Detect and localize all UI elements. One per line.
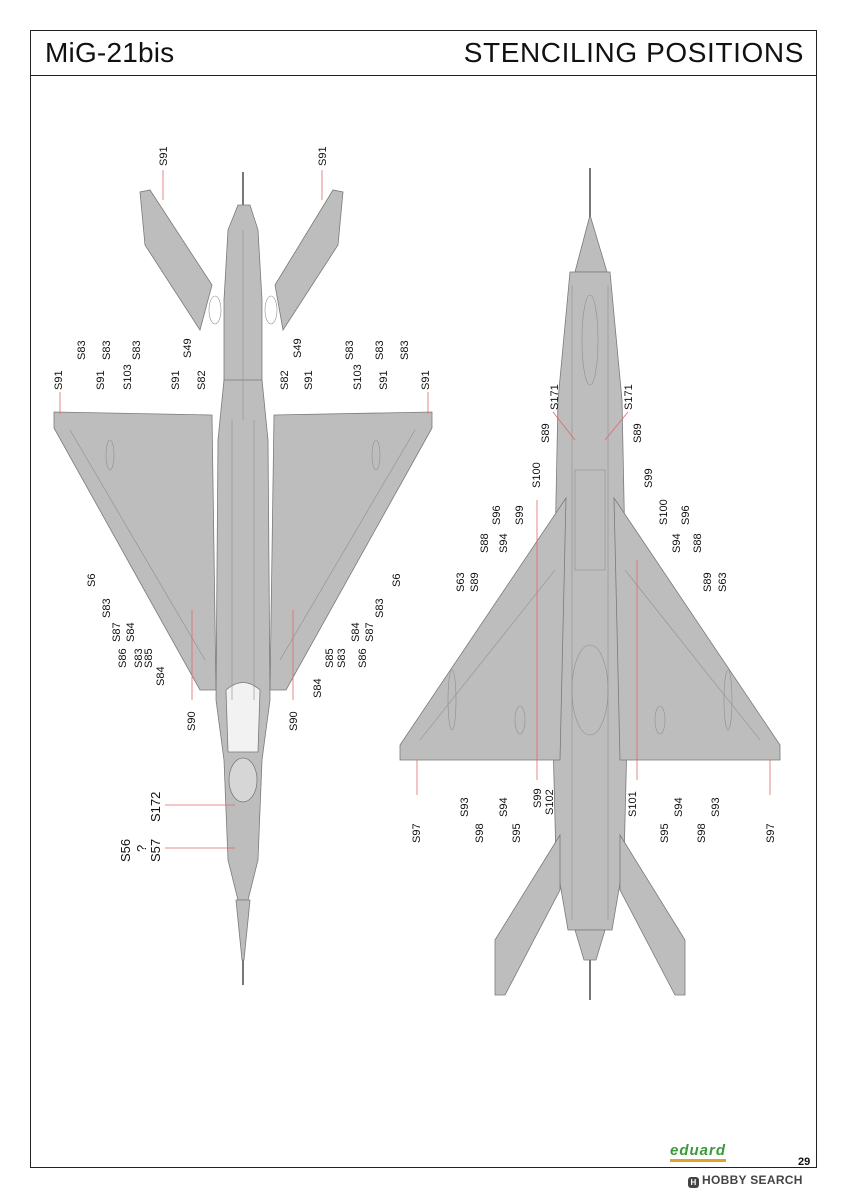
stencil-label: S103 bbox=[122, 364, 134, 390]
leader-lines bbox=[59, 170, 771, 849]
stencil-label: S89 bbox=[702, 572, 714, 592]
stencil-label: S84 bbox=[312, 678, 324, 698]
stencil-label: S171 bbox=[549, 384, 561, 410]
stencil-label: S99 bbox=[514, 505, 526, 525]
stencil-label: S88 bbox=[692, 533, 704, 553]
stencil-label: S97 bbox=[765, 823, 777, 843]
stencil-label: S172 bbox=[148, 792, 163, 822]
stencil-label: S84 bbox=[125, 622, 137, 642]
stencil-label: S171 bbox=[623, 384, 635, 410]
sheet-header: MiG-21bis STENCILING POSITIONS bbox=[31, 31, 816, 76]
stencil-label: S90 bbox=[186, 711, 198, 731]
stencil-label: S101 bbox=[627, 791, 639, 817]
stencil-label: S49 bbox=[292, 338, 304, 358]
bottom-view-panel-lines bbox=[419, 285, 761, 920]
stencil-label: S83 bbox=[131, 340, 143, 360]
stencil-label: S89 bbox=[632, 423, 644, 443]
top-view-panel-lines bbox=[69, 230, 416, 700]
stencil-label: S84 bbox=[350, 622, 362, 642]
stencil-label: S103 bbox=[352, 364, 364, 390]
stencil-label: S96 bbox=[491, 505, 503, 525]
eduard-logo: eduard bbox=[670, 1142, 727, 1162]
stencil-label: S91 bbox=[53, 370, 65, 390]
stencil-label: S90 bbox=[288, 711, 300, 731]
stencil-label: S100 bbox=[658, 499, 670, 525]
stencil-label: S91 bbox=[95, 370, 107, 390]
stencil-label: S83 bbox=[399, 340, 411, 360]
stencil-label: S83 bbox=[76, 340, 88, 360]
stencil-label: S83 bbox=[374, 340, 386, 360]
stencil-label: S91 bbox=[420, 370, 432, 390]
stencil-label: S97 bbox=[411, 823, 423, 843]
stencil-label: S96 bbox=[680, 505, 692, 525]
stencil-label: S6 bbox=[86, 574, 98, 587]
page-number: 29 bbox=[798, 1156, 811, 1168]
stencil-label: S83 bbox=[101, 340, 113, 360]
stencil-label: S94 bbox=[498, 797, 510, 817]
stencil-label: S83 bbox=[133, 648, 145, 668]
stencil-label: S91 bbox=[303, 370, 315, 390]
stencil-label: S93 bbox=[459, 797, 471, 817]
hobby-search-icon: H bbox=[688, 1177, 699, 1188]
stencil-label: S94 bbox=[498, 533, 510, 553]
stencil-label: S87 bbox=[364, 622, 376, 642]
stencil-label: S91 bbox=[170, 370, 182, 390]
stencil-label: S85 bbox=[143, 648, 155, 668]
model-title: MiG-21bis bbox=[45, 37, 175, 68]
stencil-label: S84 bbox=[155, 666, 167, 686]
stencil-label: S86 bbox=[357, 648, 369, 668]
stencil-label: S95 bbox=[511, 823, 523, 843]
stencil-label: ? bbox=[134, 845, 149, 852]
stencil-label: S57 bbox=[148, 839, 163, 862]
stencil-label: S95 bbox=[659, 823, 671, 843]
stencil-label: S99 bbox=[643, 468, 655, 488]
stencil-label: S87 bbox=[111, 622, 123, 642]
stencil-label: S89 bbox=[469, 572, 481, 592]
stencil-label: S49 bbox=[182, 338, 194, 358]
stencil-label: S91 bbox=[158, 146, 170, 166]
stencil-label: S83 bbox=[374, 598, 386, 618]
stencil-label: S88 bbox=[479, 533, 491, 553]
section-title: STENCILING POSITIONS bbox=[463, 37, 804, 68]
stencil-label: S82 bbox=[279, 370, 291, 390]
stencil-label: S86 bbox=[117, 648, 129, 668]
stencil-label: S83 bbox=[336, 648, 348, 668]
aircraft-top-view bbox=[53, 172, 433, 985]
watermark-text: HOBBY SEARCH bbox=[702, 1173, 803, 1187]
stencil-label: S56 bbox=[118, 839, 133, 862]
stencil-label: S98 bbox=[474, 823, 486, 843]
stencil-label: S100 bbox=[531, 462, 543, 488]
bottom-view-labels: S171 S171 S89 S89 S100 S99 S96 S99 S100 … bbox=[411, 384, 777, 843]
stencil-label: S89 bbox=[540, 423, 552, 443]
stencil-label: S63 bbox=[455, 572, 467, 592]
stencil-label: S6 bbox=[391, 574, 403, 587]
stencil-label: S99 bbox=[532, 788, 544, 808]
stencil-label: S91 bbox=[317, 146, 329, 166]
stencil-label: S82 bbox=[196, 370, 208, 390]
stencil-label: S63 bbox=[717, 572, 729, 592]
stencil-label: S93 bbox=[710, 797, 722, 817]
stencil-label: S94 bbox=[673, 797, 685, 817]
stencil-label: S94 bbox=[671, 533, 683, 553]
instruction-sheet: MiG-21bis STENCILING POSITIONS bbox=[30, 30, 817, 1168]
stencil-label: S83 bbox=[101, 598, 113, 618]
top-view-labels: S91 S91 S83 S83 S83 S49 S83 S83 S83 S49 … bbox=[53, 146, 432, 862]
stencil-label: S85 bbox=[324, 648, 336, 668]
aircraft-bottom-view bbox=[399, 168, 781, 1000]
stencil-label: S102 bbox=[544, 789, 556, 815]
stencil-label: S83 bbox=[344, 340, 356, 360]
stencil-label: S98 bbox=[696, 823, 708, 843]
stencil-label: S91 bbox=[378, 370, 390, 390]
